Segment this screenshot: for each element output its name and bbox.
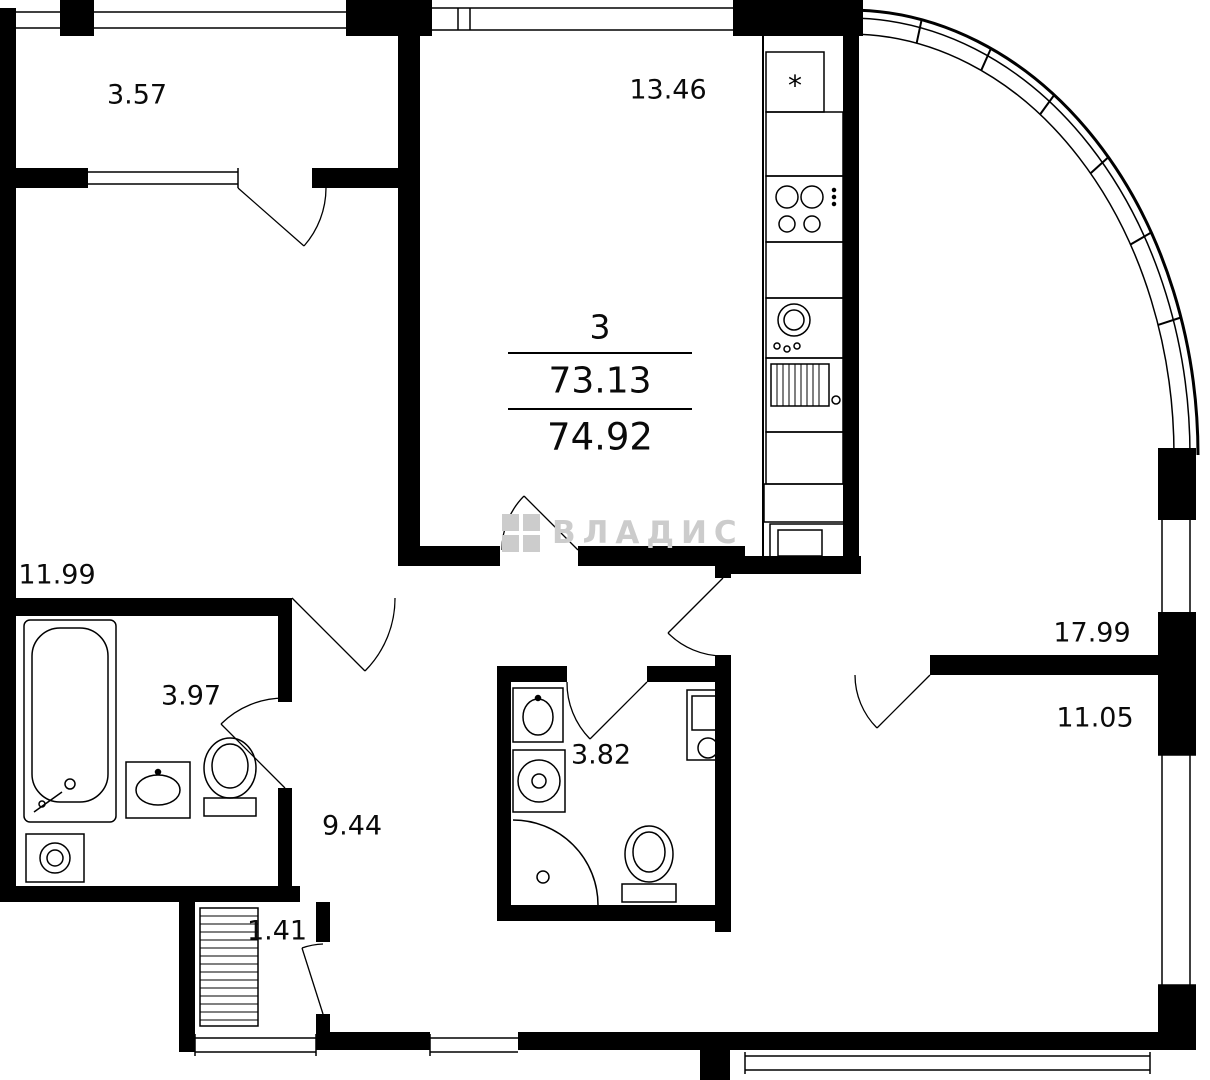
toilet-center — [621, 825, 677, 903]
door-loggia — [237, 187, 327, 247]
basin-center — [512, 749, 566, 813]
kitchen-cabinet — [765, 431, 844, 485]
windows — [0, 7, 1196, 1074]
room-area-label-bedroom-left: 11.99 — [18, 559, 96, 591]
vent-symbol: * — [788, 69, 802, 102]
bay-window — [848, 8, 1200, 456]
interior-walls — [0, 36, 1158, 1032]
watermark: ВЛАДИС — [502, 514, 744, 552]
sink-left — [125, 761, 191, 819]
bathroom-left-fixtures — [23, 619, 257, 883]
room-area-label-bedroom-right: 11.05 — [1056, 702, 1134, 734]
apartment-living-area: 73.13 — [548, 360, 652, 402]
washing-machine-center — [686, 689, 730, 761]
kitchen-sink — [765, 297, 844, 359]
washing-machine-left — [25, 833, 85, 883]
sink-center — [512, 687, 564, 743]
door-closet — [301, 943, 324, 1015]
kitchen-base-2 — [769, 523, 845, 563]
watermark-text: ВЛАДИС — [552, 515, 744, 551]
shower — [512, 819, 599, 906]
door-bedroom-right — [854, 674, 931, 729]
door-corridor — [667, 577, 724, 657]
kitchen-base-1 — [763, 483, 845, 523]
bay-window-mullions — [915, 19, 1182, 326]
room-area-label-loggia: 3.57 — [106, 79, 168, 111]
wc-center-fixtures — [512, 687, 730, 906]
room-area-label-bathroom: 3.97 — [160, 680, 222, 712]
doors — [220, 187, 931, 1015]
kitchen-counter-2 — [765, 241, 844, 299]
door-wc-center — [566, 681, 648, 740]
room-area-label-wc: 3.82 — [570, 739, 632, 771]
bathtub — [23, 619, 117, 823]
area-table-lines — [508, 352, 692, 410]
stove — [765, 175, 844, 243]
room-area-label-closet: 1.41 — [246, 915, 308, 947]
closet-shelving — [199, 907, 259, 1027]
kitchen-counter-1 — [765, 111, 844, 177]
apartment-total-area: 74.92 — [547, 415, 653, 459]
room-area-label-kitchen-living: 13.46 — [629, 74, 707, 106]
apartment-number: 3 — [589, 307, 611, 347]
watermark-logo-icon — [502, 514, 540, 552]
room-area-label-hallway: 9.44 — [321, 810, 383, 842]
door-bathroom-left — [220, 697, 286, 789]
dishwasher — [765, 357, 844, 433]
kitchen-fixtures: * — [763, 51, 845, 563]
room-area-label-living-room: 17.99 — [1053, 617, 1131, 649]
door-bedroom-left — [291, 597, 396, 672]
toilet-left — [203, 737, 257, 817]
